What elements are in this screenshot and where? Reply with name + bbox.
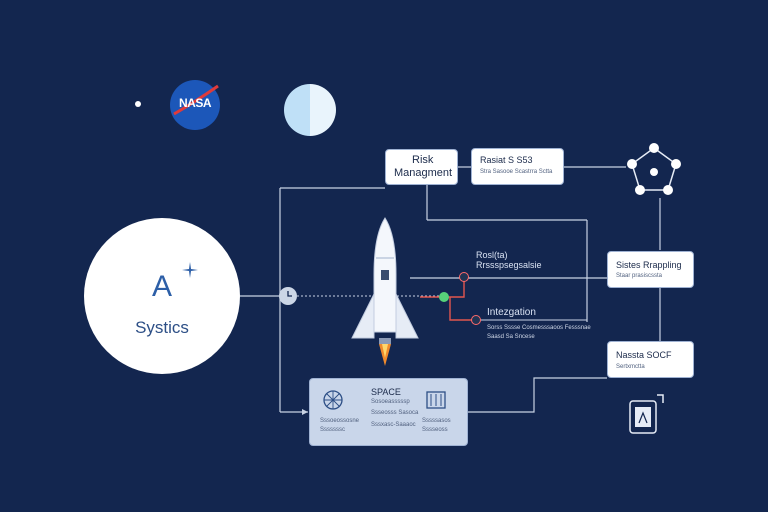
panel-sub3: Sssxasc-Saaaoc — [371, 422, 416, 428]
top-right-title: Rasiat S S53 — [480, 155, 533, 165]
risk-title-line1: Risk — [412, 154, 434, 166]
nassa-title: Nassta SOCF — [616, 350, 672, 360]
rocket-icon — [351, 217, 419, 366]
nassa-sub: Sertxmctta — [616, 364, 645, 370]
panel-sub2: Ssseosss Sasoca — [371, 410, 419, 416]
risk-ident-line2: Rrssspsegsalsie — [476, 260, 542, 270]
globe-icon — [323, 390, 343, 410]
integration-line2: Saasd Sa Sncese — [487, 334, 535, 340]
station-title: Sistes Rrappling — [616, 260, 682, 270]
green-node — [439, 292, 449, 302]
network-icon — [627, 143, 681, 195]
top-right-box: Rasiat S S53 Stra Sasooe Scastrra Sctta — [471, 148, 564, 185]
panel-title: SPACE — [371, 387, 401, 397]
integration-title: Intezgation — [487, 307, 536, 318]
systics-logo: A Systics — [84, 218, 240, 374]
top-right-sub: Stra Sasooe Scastrra Sctta — [480, 169, 553, 175]
risk-ident-line1: Rosl(ta) — [476, 250, 508, 260]
systics-logo-word: Systics — [135, 318, 189, 337]
nassa-box: Nassta SOCF Sertxmctta — [607, 341, 694, 378]
station-sub: Staar prasiscssta — [616, 273, 663, 279]
mobile-icon — [629, 394, 664, 434]
server-icon — [426, 391, 446, 409]
nasa-logo: NASA — [170, 80, 220, 130]
risk-management-box: Risk Managment — [385, 149, 458, 185]
systics-logo-letter: A — [151, 270, 172, 303]
clock-icon — [279, 287, 297, 305]
risk-title-line2: Managment — [394, 167, 453, 179]
space-panel: SPACE Sosoeasssssp Ssseosss Sasoca Sssxa… — [309, 378, 468, 446]
panel-left-line2: Sssssssc — [320, 427, 346, 433]
nasa-swoosh — [173, 84, 219, 116]
panel-right-line2: Sssseoss — [422, 427, 448, 433]
panel-sub1: Sosoeasssssp — [371, 399, 410, 405]
panel-right-line1: Sssssasos — [422, 418, 451, 424]
star-icon — [135, 101, 141, 107]
panel-left-line1: Sssoeossosne — [320, 418, 360, 424]
risk-node — [459, 272, 469, 282]
sparkle-icon — [182, 262, 198, 278]
integration-line1: Sorss Sssse Cosmesssaoos Fesssnae — [487, 325, 591, 331]
moon-icon — [284, 84, 336, 136]
integration-node — [471, 315, 481, 325]
nasa-logo-text: NASA — [178, 96, 212, 110]
station-box: Sistes Rrappling Staar prasiscssta — [607, 251, 694, 288]
